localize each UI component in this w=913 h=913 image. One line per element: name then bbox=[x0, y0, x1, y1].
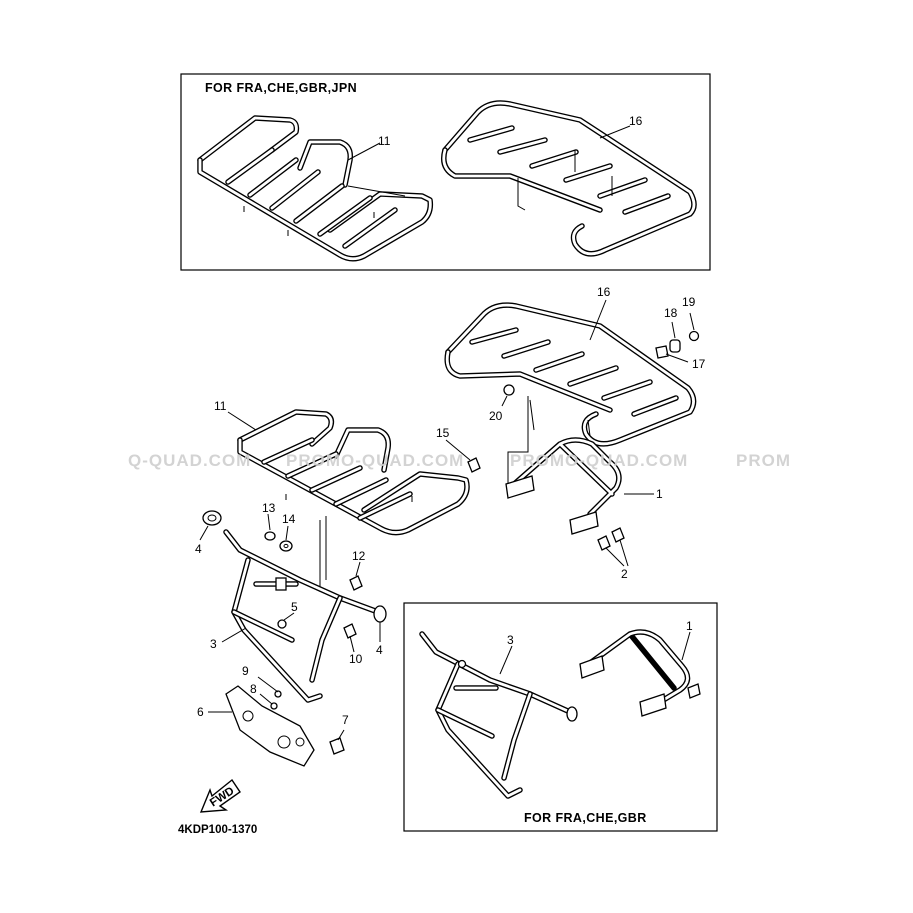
label-15: 15 bbox=[436, 426, 450, 440]
label-5: 5 bbox=[291, 600, 298, 614]
fasteners-4-12-13-14: 13 14 4 12 bbox=[195, 501, 366, 591]
label-20: 20 bbox=[489, 409, 503, 423]
front-guard-3: 3 4 5 10 bbox=[210, 529, 387, 703]
top-variant-box bbox=[180, 73, 711, 271]
svg-text:PROM: PROM bbox=[736, 451, 791, 470]
label-3: 3 bbox=[210, 637, 217, 651]
rear-bracket-1: 1 2 bbox=[505, 437, 663, 581]
top-rack-11: 11 bbox=[197, 115, 434, 262]
bolt-15: 15 bbox=[436, 426, 481, 473]
label-16: 16 bbox=[597, 285, 611, 299]
label-top-16: 16 bbox=[629, 114, 643, 128]
svg-text:PROMO-QUAD.COM: PROMO-QUAD.COM bbox=[510, 451, 688, 470]
label-4a: 4 bbox=[195, 542, 202, 556]
label-12: 12 bbox=[352, 549, 366, 563]
label-9: 9 bbox=[242, 664, 249, 678]
rear-rack-16: 16 bbox=[444, 285, 697, 488]
label-18: 18 bbox=[664, 306, 678, 320]
label-bottom-3: 3 bbox=[507, 633, 514, 647]
label-bottom-1: 1 bbox=[686, 619, 693, 633]
watermark: Q-QUAD.COM PROMO-QUAD.COM PROMO-QUAD.COM… bbox=[128, 451, 791, 470]
bottom-box-caption: FOR FRA,CHE,GBR bbox=[524, 811, 647, 825]
label-4b: 4 bbox=[376, 643, 383, 657]
front-rack-11: 11 bbox=[214, 399, 470, 592]
top-rack-16: 16 bbox=[441, 100, 697, 257]
svg-text:Q-QUAD.COM: Q-QUAD.COM bbox=[128, 451, 251, 470]
fasteners-17-20: 19 18 17 20 bbox=[489, 295, 706, 423]
label-10: 10 bbox=[349, 652, 363, 666]
svg-text:PROMO-QUAD.COM: PROMO-QUAD.COM bbox=[286, 451, 464, 470]
bottom-variant-box bbox=[403, 602, 718, 832]
label-2: 2 bbox=[621, 567, 628, 581]
bottom-guard-3: 3 bbox=[419, 631, 578, 799]
label-14: 14 bbox=[282, 512, 296, 526]
diagram-code: 4KDP100-1370 bbox=[178, 824, 257, 836]
label-7: 7 bbox=[342, 713, 349, 727]
label-11: 11 bbox=[214, 399, 227, 413]
label-6: 6 bbox=[197, 705, 204, 719]
label-13: 13 bbox=[262, 501, 276, 515]
top-box-caption: FOR FRA,CHE,GBR,JPN bbox=[205, 81, 357, 95]
label-top-11: 11 bbox=[378, 134, 391, 148]
label-1: 1 bbox=[656, 487, 663, 501]
label-19: 19 bbox=[682, 295, 696, 309]
label-8: 8 bbox=[250, 682, 257, 696]
bottom-bracket-1: 1 bbox=[579, 619, 701, 717]
fwd-arrow: FWD bbox=[199, 778, 241, 813]
skid-plate-6: 9 8 6 7 bbox=[197, 664, 349, 767]
label-17: 17 bbox=[692, 357, 706, 371]
